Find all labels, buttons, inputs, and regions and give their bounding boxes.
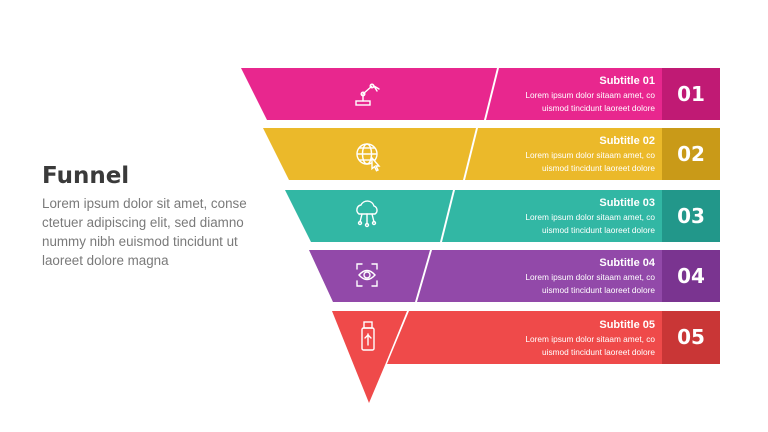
- funnel-step-5: [332, 311, 720, 403]
- step-subtitle: Subtitle 05: [599, 319, 655, 331]
- step-text: Lorem ipsum dolor sitaam amet, co uismod…: [525, 212, 655, 235]
- step-row-4: Subtitle 04 Lorem ipsum dolor sitaam ame…: [0, 250, 768, 302]
- step-subtitle: Subtitle 02: [599, 135, 655, 147]
- funnel-band-2-right: [465, 128, 720, 180]
- description: Lorem ipsum dolor sit amet, conse ctetue…: [42, 196, 247, 268]
- step-number: 02: [677, 142, 705, 166]
- funnel-band-3-left: [285, 190, 453, 242]
- step-number: 03: [677, 204, 705, 228]
- number-box-2: [662, 128, 720, 180]
- funnel-step-3: [285, 190, 720, 242]
- funnel-band-3-right: [442, 190, 720, 242]
- number-box-5: [662, 311, 720, 364]
- number-box-3: [662, 190, 720, 242]
- funnel-band-4-right: [417, 250, 720, 302]
- step-row-1: Subtitle 01 Lorem ipsum dolor sitaam ame…: [0, 68, 768, 120]
- number-box-4: [662, 250, 720, 302]
- funnel-band-1-left: [241, 68, 497, 120]
- eye-scan-icon: [356, 263, 378, 287]
- step-subtitle: Subtitle 03: [599, 197, 655, 209]
- step-row-5: Subtitle 05 Lorem ipsum dolor sitaam ame…: [0, 311, 768, 364]
- funnel-band-5-left: [332, 311, 407, 403]
- step-number: 05: [677, 325, 705, 349]
- step-text: Lorem ipsum dolor sitaam amet, co uismod…: [525, 90, 655, 113]
- funnel-step-1: [241, 68, 720, 120]
- usb-drive-icon: [361, 321, 375, 351]
- step-number: 01: [677, 82, 705, 106]
- funnel-band-1-right: [486, 68, 720, 120]
- globe-cursor-icon: [356, 143, 381, 172]
- step-row-2: Subtitle 02 Lorem ipsum dolor sitaam ame…: [0, 128, 768, 180]
- funnel-band-5-right: [387, 311, 720, 364]
- step-text: Lorem ipsum dolor sitaam amet, co uismod…: [525, 334, 655, 357]
- robot-arm-icon: [355, 83, 380, 106]
- step-number: 04: [677, 264, 705, 288]
- step-subtitle: Subtitle 01: [599, 75, 655, 87]
- title: Funnel: [42, 163, 130, 189]
- step-text: Lorem ipsum dolor sitaam amet, co uismod…: [525, 272, 655, 295]
- cloud-network-icon: [356, 200, 378, 228]
- step-text: Lorem ipsum dolor sitaam amet, co uismod…: [525, 150, 655, 173]
- step-subtitle: Subtitle 04: [599, 257, 655, 269]
- number-box-1: [662, 68, 720, 120]
- step-row-3: Subtitle 03 Lorem ipsum dolor sitaam ame…: [0, 190, 768, 242]
